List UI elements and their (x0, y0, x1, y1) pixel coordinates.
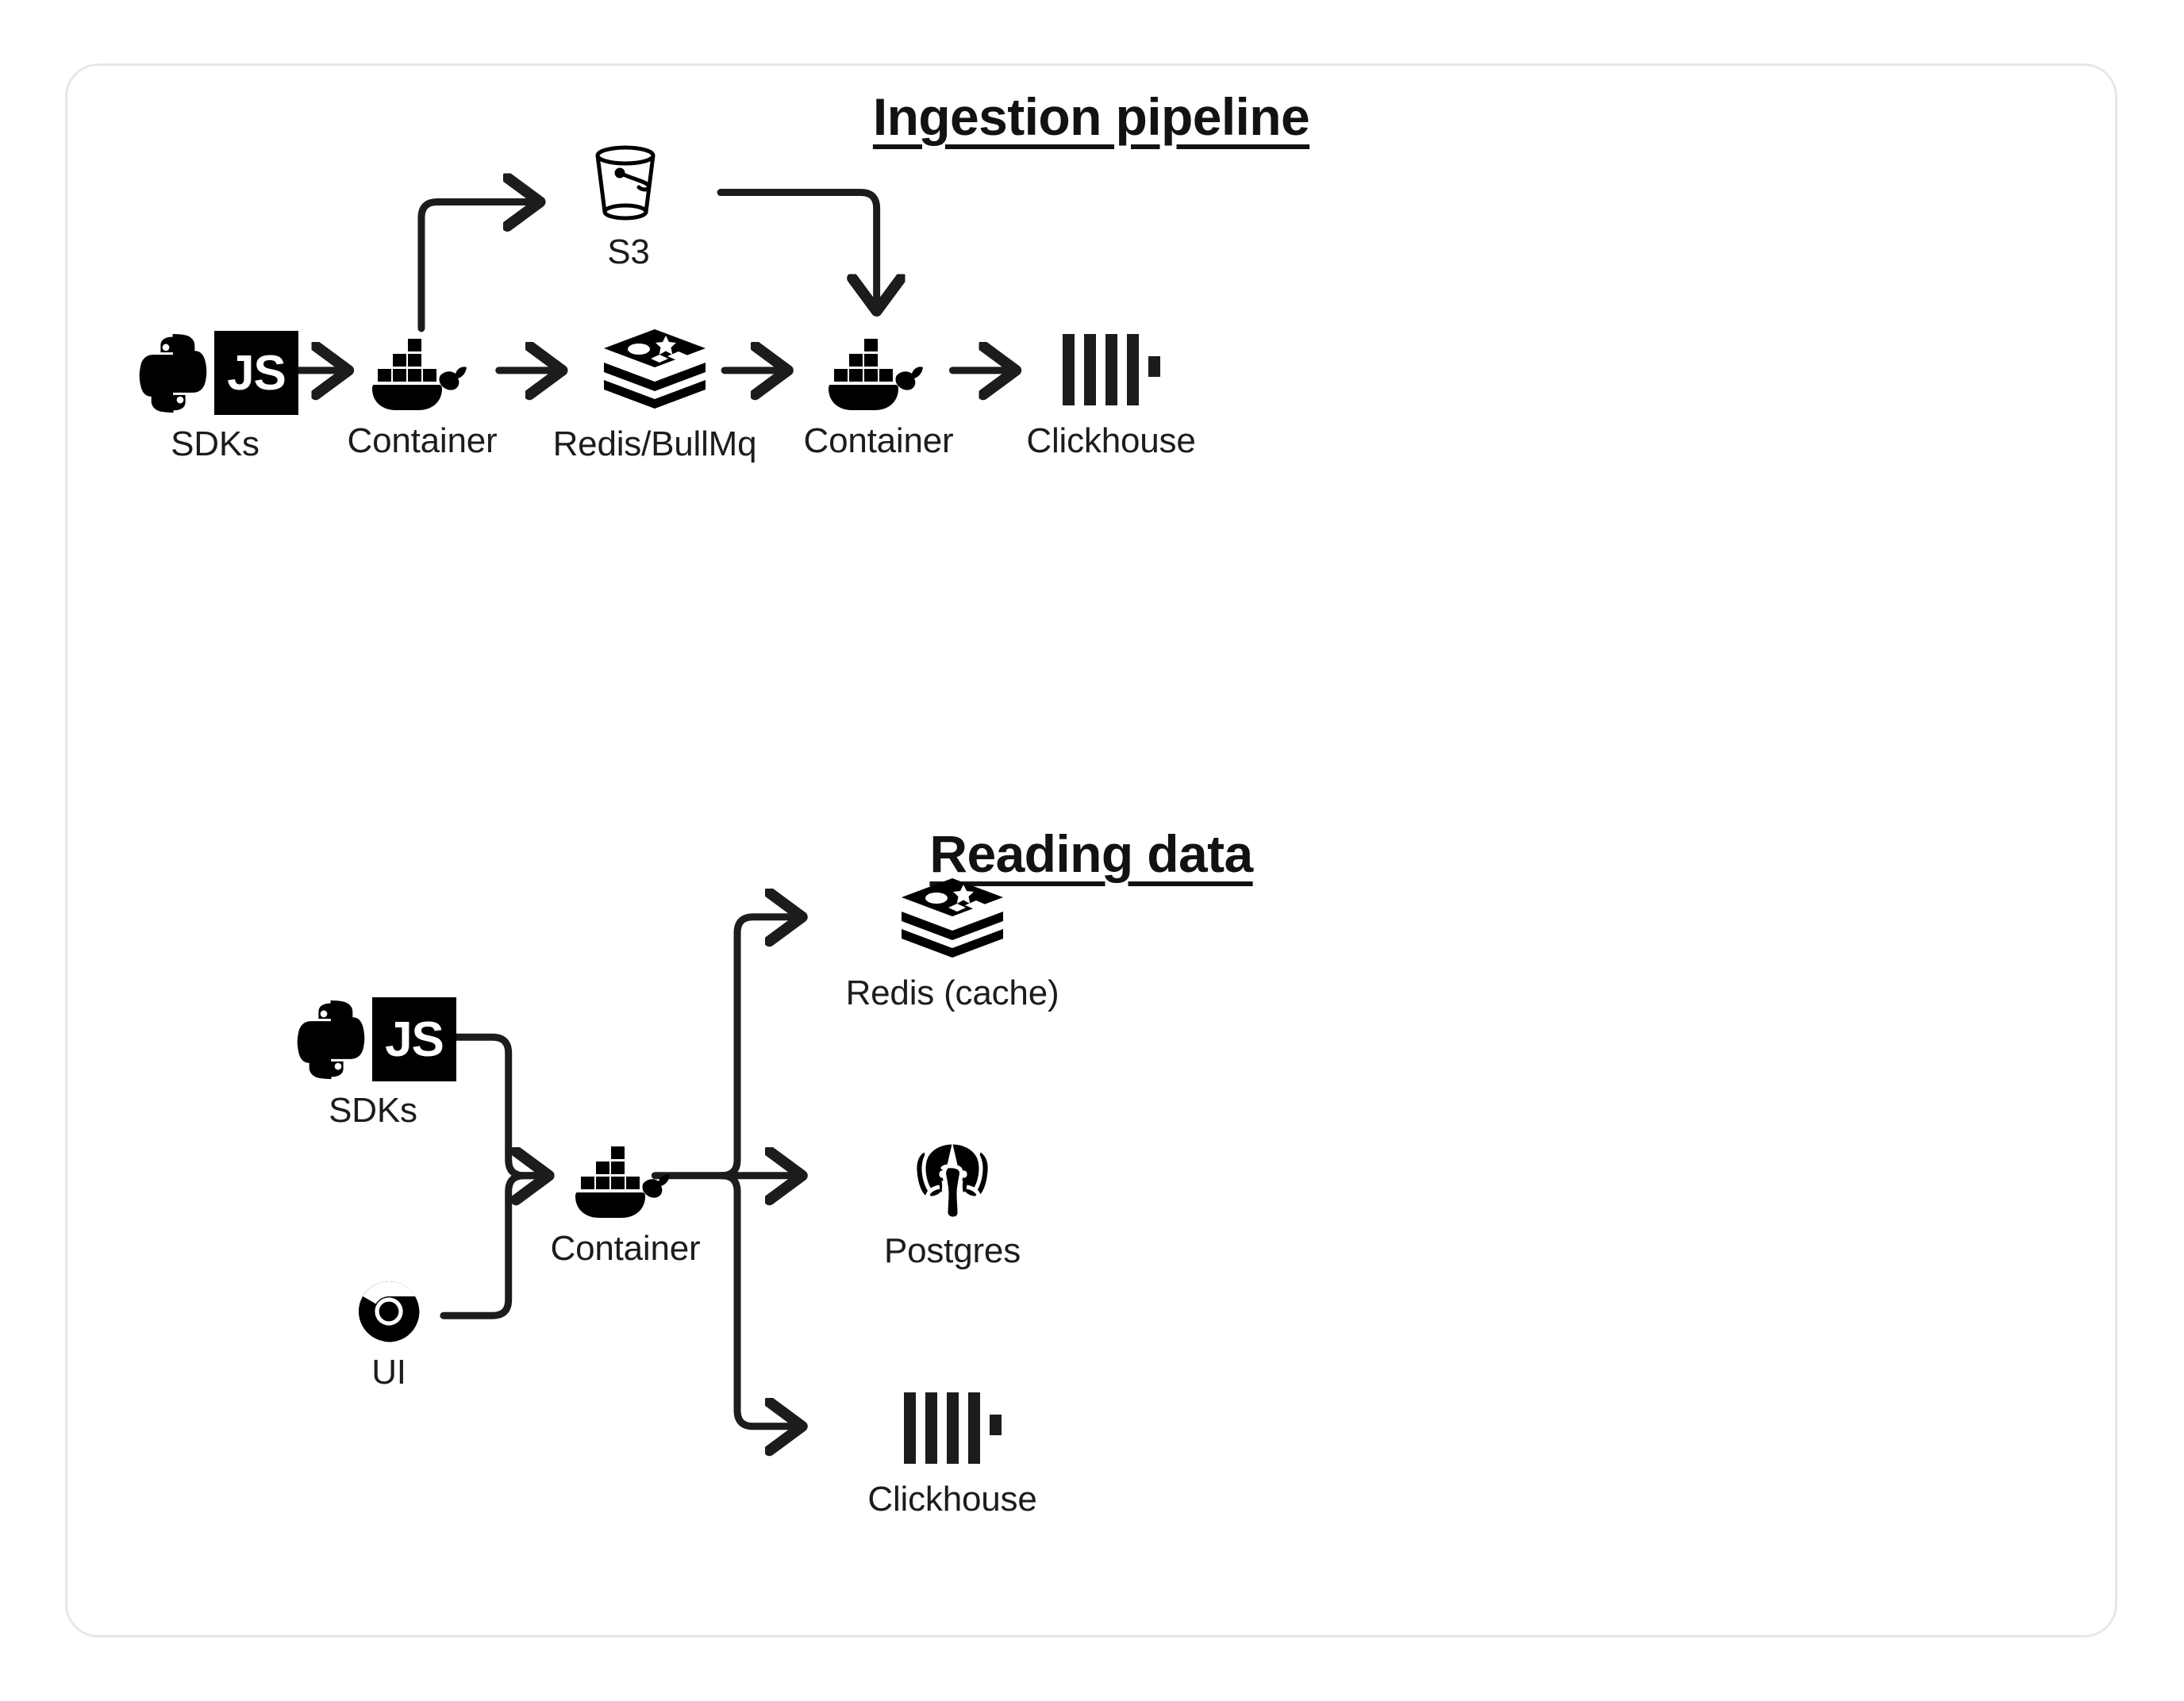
node-clickhouse-reading: Clickhouse (861, 1392, 1044, 1518)
node-postgres: Postgres (865, 1133, 1040, 1269)
edge-sdks2-merge (440, 1033, 549, 1175)
docker-whale-icon (371, 336, 474, 412)
edge-s3-container2 (717, 189, 877, 312)
node-label: Container (803, 421, 954, 460)
node-label: UI (371, 1353, 406, 1392)
node-redis-cache: Redis (cache) (829, 877, 1075, 1012)
python-js-sdk-icon: JS (132, 328, 298, 415)
architecture-diagram: Ingestion pipeline JS SDKs (67, 66, 2115, 1635)
node-label: SDKs (171, 424, 260, 463)
redis-stack-icon (602, 328, 707, 415)
node-container-ingest-1: Container (348, 336, 498, 459)
node-label: Redis/BullMq (552, 424, 757, 463)
node-sdks-ingestion: JS SDKs (139, 328, 298, 463)
node-sdks-reading: JS SDKs (297, 994, 456, 1130)
javascript-icon: JS (214, 331, 298, 415)
python-icon (139, 333, 207, 413)
node-redis-bullmq: Redis/BullMq (553, 328, 757, 463)
clickhouse-bars-icon (903, 1392, 1002, 1470)
redis-stack-icon (900, 877, 1005, 964)
edge-container1-s3 (417, 202, 540, 332)
node-label: S3 (607, 232, 650, 271)
edge-container3-clickhouse (717, 1172, 802, 1426)
node-label: SDKs (329, 1091, 417, 1130)
python-js-sdk-icon: JS (290, 994, 456, 1081)
node-s3: S3 (573, 144, 684, 271)
node-label: Redis (cache) (845, 973, 1059, 1012)
section-title-reading: Reading data (929, 824, 1253, 883)
node-label: Container (550, 1229, 701, 1268)
node-label: Clickhouse (1026, 421, 1196, 460)
node-container-ingest-2: Container (804, 336, 954, 459)
postgres-elephant-icon (908, 1133, 997, 1222)
edge-ui-merge (440, 1176, 549, 1319)
node-label: Container (347, 421, 498, 460)
node-container-reading: Container (551, 1143, 701, 1267)
node-label: Clickhouse (867, 1480, 1037, 1519)
chrome-browser-icon (357, 1278, 421, 1343)
section-title-ingestion: Ingestion pipeline (872, 87, 1310, 146)
node-ui: UI (341, 1278, 436, 1391)
node-label: Postgres (883, 1231, 1021, 1270)
docker-whale-icon (827, 336, 930, 412)
diagram-card: Ingestion pipeline JS SDKs (65, 63, 2117, 1638)
python-icon (297, 1000, 365, 1080)
javascript-icon: JS (372, 997, 456, 1081)
clickhouse-bars-icon (1062, 334, 1160, 412)
docker-whale-icon (574, 1143, 677, 1219)
node-clickhouse-ingest: Clickhouse (1026, 334, 1196, 459)
s3-bucket-icon (590, 144, 667, 223)
edge-container3-redis-cache (717, 917, 802, 1180)
